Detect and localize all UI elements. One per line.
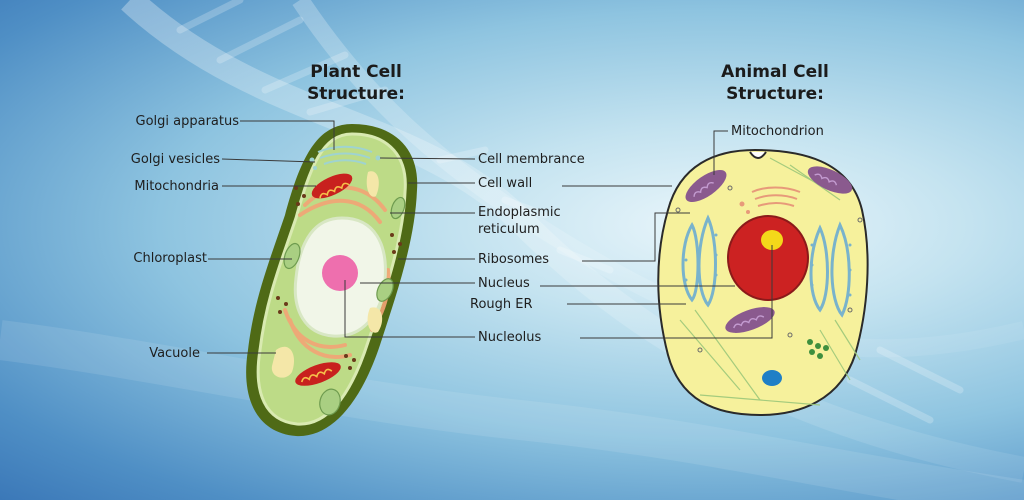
animal-endoplasmic-reticulum [681, 214, 851, 318]
label-cell-membrance: Cell membrance [478, 152, 585, 167]
label-cell-wall: Cell wall [478, 176, 533, 191]
leader-lines [207, 120, 773, 354]
label-nucleus: Nucleus [478, 276, 530, 291]
animal-lysosome [762, 370, 782, 386]
plant-title-line1: Plant Cell [310, 62, 402, 82]
label-vacuole: Vacuole [149, 346, 200, 361]
animal-golgi-apparatus [751, 186, 801, 207]
plant-golgi-apparatus [317, 145, 373, 165]
label-ribosomes: Ribosomes [478, 252, 550, 267]
animal-title-line2: Structure: [726, 84, 824, 104]
plant-nucleolus [322, 255, 358, 291]
animal-cell-title: Animal Cell Structure: [711, 61, 839, 105]
plant-cell [246, 124, 418, 437]
plant-golgi-vesicles [309, 155, 381, 170]
label-rough-er: Rough ER [470, 297, 533, 312]
label-golgi-vesicles: Golgi vesicles [130, 152, 220, 167]
animal-cytoskeleton [679, 157, 861, 406]
plant-mitochondria [295, 173, 353, 386]
plant-title-line2: Structure: [307, 84, 405, 104]
animal-title-line1: Animal Cell [721, 62, 829, 82]
animal-vesicles [739, 201, 750, 214]
plant-ribosomes [276, 186, 402, 370]
label-er-line1: Endoplasmic [478, 205, 561, 220]
animal-nucleus [727, 215, 809, 301]
label-endoplasmic-reticulum: Endoplasmic reticulum [478, 204, 561, 238]
label-mitochondrion: Mitochondrion [731, 124, 824, 139]
animal-mitochondria [685, 166, 853, 333]
plant-cell-title: Plant Cell Structure: [296, 61, 416, 105]
animal-rough-er-ribosomes [684, 233, 852, 297]
label-nucleolus: Nucleolus [478, 330, 542, 345]
animal-cell [657, 148, 869, 417]
animal-nucleolus [761, 230, 783, 250]
label-mitochondria: Mitochondria [134, 179, 219, 194]
plant-chloroplasts [283, 196, 406, 416]
animal-small-vesicles [675, 185, 863, 353]
label-er-line2: reticulum [478, 222, 540, 237]
animal-centrosome [807, 339, 829, 359]
plant-vacuoles [271, 171, 383, 378]
label-golgi-apparatus: Golgi apparatus [135, 114, 240, 129]
label-chloroplast: Chloroplast [133, 251, 207, 266]
